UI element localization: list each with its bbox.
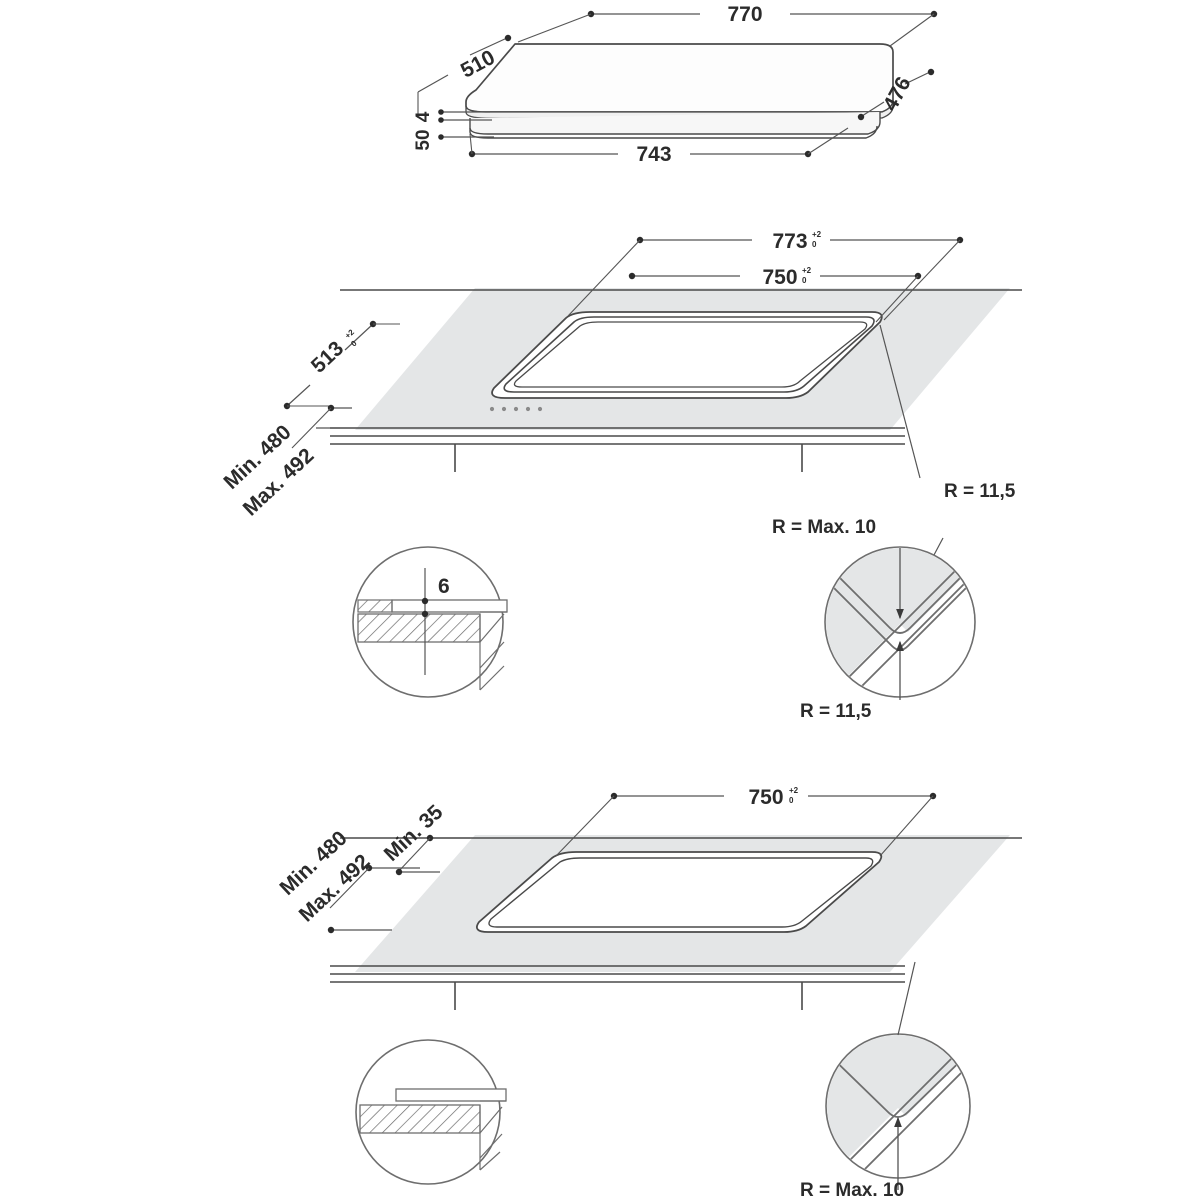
note-radius-11-5-lower: R = 11,5 bbox=[800, 701, 872, 722]
hob-glass-top bbox=[465, 43, 894, 120]
cutout-inner-standard bbox=[488, 857, 874, 928]
note-label-rmax10-lower: R = Max. 10 bbox=[800, 1180, 904, 1200]
dim-label-50: 50 bbox=[413, 129, 434, 150]
dim-750-flush: 750 +2 0 bbox=[628, 266, 922, 323]
dim-50-and-4: 4 50 bbox=[413, 109, 494, 151]
detail-label-6: 6 bbox=[438, 575, 450, 598]
worktop-front-face-standard bbox=[330, 965, 905, 983]
dim-750-standard: 750 +2 0 bbox=[555, 786, 937, 857]
dim-tol-upper-750-flush: +2 bbox=[802, 266, 812, 275]
dim-tol-upper-773: +2 bbox=[812, 230, 822, 239]
dim-tol-lower-513: 0 bbox=[349, 338, 359, 348]
dim-label-4: 4 bbox=[413, 111, 434, 122]
figure-appliance-isometric: 770 510 476 743 bbox=[413, 3, 938, 166]
dim-513: 513 +2 0 bbox=[283, 320, 400, 410]
note-radius-11-5-upper: R = 11,5 bbox=[879, 324, 1016, 502]
dim-label-773: 773 bbox=[772, 230, 807, 253]
dim-tol-upper-513: +2 bbox=[343, 327, 356, 340]
dim-tol-upper-750-standard: +2 bbox=[789, 786, 799, 795]
detail-circle-corner-upper bbox=[824, 546, 976, 700]
dim-tol-lower-750-standard: 0 bbox=[789, 796, 794, 805]
note-label-r115-upper: R = 11,5 bbox=[944, 481, 1016, 502]
detail-circle-flat-section bbox=[355, 1039, 507, 1185]
detail-circle-step-section: 6 bbox=[352, 546, 508, 698]
dim-tol-lower-750-flush: 0 bbox=[802, 276, 807, 285]
dim-770: 770 bbox=[517, 3, 938, 47]
dim-743: 743 bbox=[468, 127, 849, 166]
dim-label-513: 513 bbox=[307, 337, 348, 378]
control-dots-flush bbox=[489, 406, 543, 412]
dim-label-750-standard: 750 bbox=[748, 786, 783, 809]
dim-label-743: 743 bbox=[636, 143, 671, 166]
hob-body bbox=[469, 112, 881, 139]
note-label-r115-lower: R = 11,5 bbox=[800, 701, 872, 722]
note-label-rmax10-upper: R = Max. 10 bbox=[772, 517, 876, 538]
dim-worktop-depth-flush: Min. 480 Max. 492 bbox=[219, 404, 352, 521]
figure-flush-install: 773 +2 0 750 +2 0 513 +2 0 bbox=[219, 230, 1022, 722]
worktop-front-face-flush bbox=[330, 427, 905, 445]
dim-tol-lower-773: 0 bbox=[812, 240, 817, 249]
dim-773: 773 +2 0 bbox=[567, 230, 964, 321]
dim-label-750-flush: 750 bbox=[762, 266, 797, 289]
dim-label-770: 770 bbox=[727, 3, 762, 26]
figure-standard-install: 750 +2 0 Min. 35 Min. 480 Max. 492 bbox=[275, 786, 1022, 1200]
cutout-inner2-flush bbox=[513, 321, 868, 388]
detail-circle-corner-lower bbox=[825, 961, 971, 1190]
